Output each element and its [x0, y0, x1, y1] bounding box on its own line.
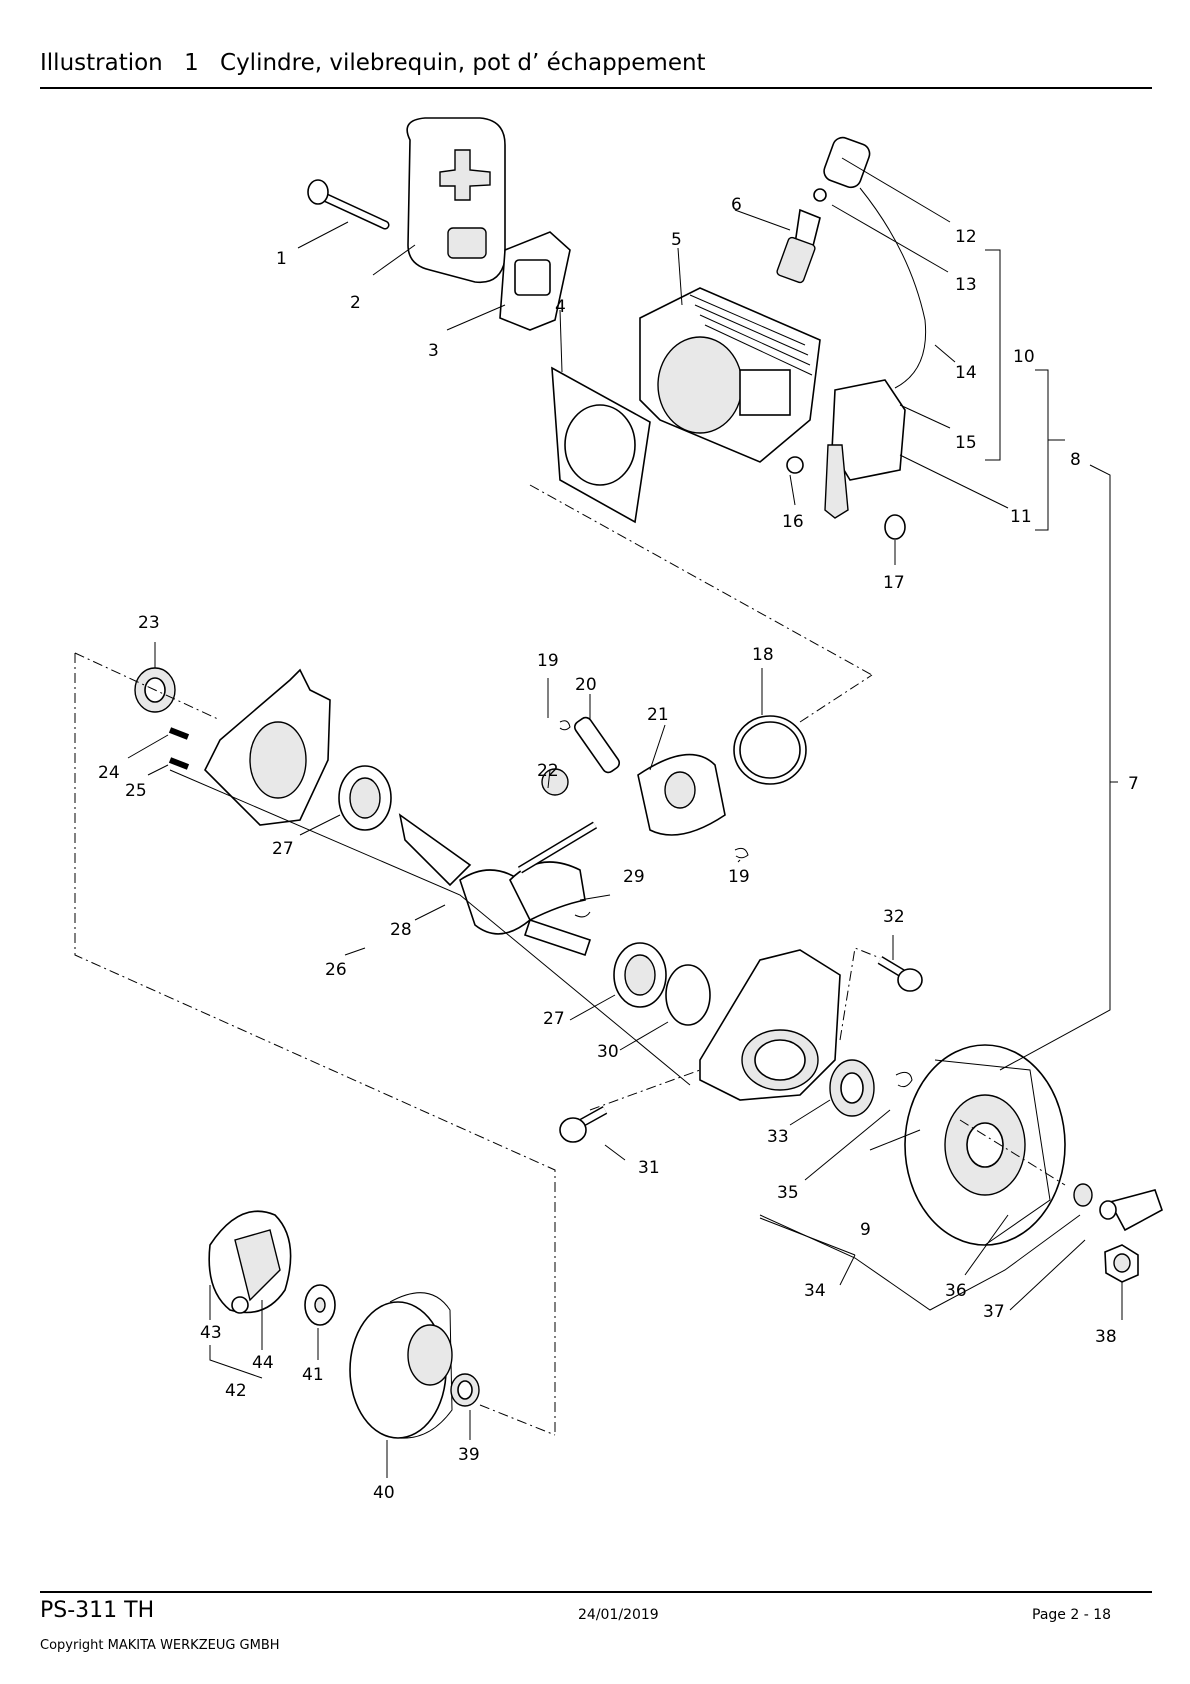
part-oil-seal-33: [829, 1059, 913, 1117]
part-bearing-27a: [338, 765, 392, 831]
part-bolt-1: [307, 179, 390, 230]
part-clutch-drum-40: [349, 1292, 453, 1439]
part-spring-36: [1073, 1183, 1093, 1207]
callout-43: 43: [200, 1323, 222, 1343]
illustration-label: Illustration: [40, 50, 163, 76]
callout-27b: 27: [543, 1009, 565, 1029]
callout-13: 13: [955, 275, 977, 295]
callout-8: 8: [1070, 450, 1081, 470]
callout-4: 4: [555, 297, 566, 317]
callout-21: 21: [647, 705, 669, 725]
callout-9: 9: [860, 1220, 871, 1240]
footer-rule: [40, 1591, 1152, 1593]
leader-lines: [127, 157, 1123, 1478]
part-spark-plug-6: [776, 208, 821, 284]
footer-page-number: Page 2 - 18: [1032, 1607, 1112, 1623]
callout-5: 5: [671, 230, 682, 250]
assembly-line-clutch: [479, 1404, 556, 1436]
part-bolt-31: [559, 1106, 608, 1143]
illustration-title: Cylindre, vilebrequin, pot d’ échappemen…: [220, 50, 706, 76]
callout-15: 15: [955, 433, 977, 453]
part-bolt-32: [877, 956, 923, 992]
callout-41: 41: [302, 1365, 324, 1385]
part-bearing-27b: [613, 942, 711, 1026]
part-plug-cap-12: [813, 136, 927, 389]
callout-36: 36: [945, 1281, 967, 1301]
callout-38: 38: [1095, 1327, 1117, 1347]
part-needle-bearing-39: [450, 1373, 480, 1407]
callout-27a: 27: [272, 839, 294, 859]
part-crankcase-left: [134, 667, 331, 826]
callout-20: 20: [575, 675, 597, 695]
footer-copyright: Copyright MAKITA WERKZEUG GMBH: [40, 1638, 280, 1653]
callout-16: 16: [782, 512, 804, 532]
callout-40: 40: [373, 1483, 395, 1503]
callout-32: 32: [883, 907, 905, 927]
part-washer-41: [304, 1284, 336, 1326]
callout-42: 42: [225, 1381, 247, 1401]
assembly-line-bolt32: [839, 947, 881, 1041]
callout-12: 12: [955, 227, 977, 247]
header-rule: [40, 87, 1152, 89]
callout-24: 24: [98, 763, 120, 783]
assembly-line-left: [74, 653, 556, 1435]
callout-28: 28: [390, 920, 412, 940]
callout-3: 3: [428, 341, 439, 361]
part-piston-rings-18: [733, 715, 807, 785]
footer-date: 24/01/2019: [578, 1607, 659, 1623]
callout-39: 39: [458, 1445, 480, 1465]
callout-44: 44: [252, 1353, 274, 1373]
callout-14: 14: [955, 363, 977, 383]
part-ignition-coil-15: [786, 379, 906, 540]
part-pawl-37: [1099, 1189, 1163, 1232]
callout-17: 17: [883, 573, 905, 593]
part-muffler-gasket-3: [499, 231, 571, 331]
callout-11: 11: [1010, 507, 1032, 527]
callout-10: 10: [1013, 347, 1035, 367]
part-nut-38: [1104, 1244, 1139, 1283]
callout-labels: 1 2 3 4 5 6 12 13 10 14 15 11 16 17 8 23…: [98, 195, 1139, 1503]
part-muffler-2: [406, 117, 506, 284]
assembly-line-piston: [799, 674, 873, 723]
part-crankshaft-28: [398, 813, 598, 957]
illustration-number: 1: [184, 50, 199, 76]
part-crankcase-right: [699, 949, 841, 1101]
callout-1: 1: [276, 249, 287, 269]
callout-19a: 19: [537, 651, 559, 671]
assembly-line-flywheel: [959, 1119, 1066, 1186]
callout-25: 25: [125, 781, 147, 801]
part-flywheel-9: [904, 1044, 1066, 1246]
callout-30: 30: [597, 1042, 619, 1062]
callout-26: 26: [325, 960, 347, 980]
callout-22: 22: [537, 761, 559, 781]
footer-model: PS-311 TH: [40, 1598, 155, 1623]
callout-35: 35: [777, 1183, 799, 1203]
callout-2: 2: [350, 293, 361, 313]
assembly-line-top: [529, 484, 873, 676]
part-piston-21: [541, 716, 749, 859]
assembly-line-bolt31: [589, 1069, 701, 1111]
callout-18: 18: [752, 645, 774, 665]
callout-34: 34: [804, 1281, 826, 1301]
callout-6: 6: [731, 195, 742, 215]
callout-29: 29: [623, 867, 645, 887]
callout-23: 23: [138, 613, 160, 633]
callout-31: 31: [638, 1158, 660, 1178]
callout-33: 33: [767, 1127, 789, 1147]
part-clutch-42: [208, 1210, 292, 1314]
callout-19b: 19: [728, 867, 750, 887]
part-cylinder-5: [639, 287, 821, 463]
callout-7: 7: [1128, 774, 1139, 794]
part-cylinder-gasket-4: [551, 366, 651, 524]
assembly-line-left-top: [74, 652, 221, 721]
page-title: Illustration 1 Cylindre, vilebrequin, po…: [40, 50, 706, 76]
callout-37: 37: [983, 1302, 1005, 1322]
